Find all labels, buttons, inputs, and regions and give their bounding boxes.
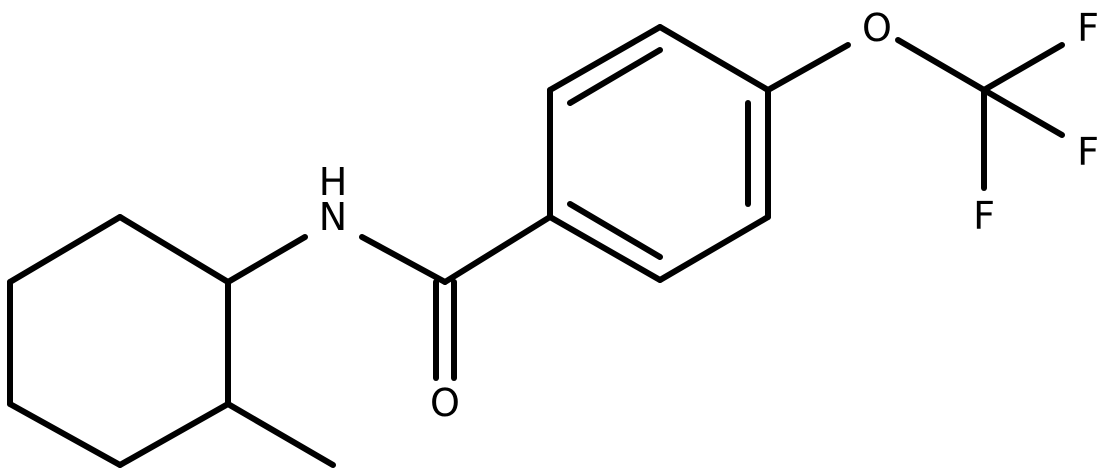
hydrogen-atom-label: H [319, 160, 348, 204]
bond [7, 214, 123, 285]
bond [657, 214, 771, 283]
bond [547, 24, 663, 93]
bond [547, 214, 663, 283]
ring-nitrogen-bond [225, 234, 308, 285]
oxygen-carbon-bond [895, 37, 987, 93]
bond [117, 214, 231, 285]
carbonyl-oxygen-label: O [430, 381, 460, 425]
aromatic-inner-bond [567, 201, 663, 260]
bond [7, 401, 123, 468]
carbonyl-ring-bond [442, 214, 553, 285]
aromatic-inner-bond [567, 47, 663, 106]
carbon-fluorine-bond [981, 42, 1065, 93]
cyclohexane-ring [7, 214, 231, 468]
ring-oxygen-bond [765, 42, 851, 93]
ether-oxygen-label: O [862, 6, 892, 50]
fluorine-atom-label: F [1077, 6, 1099, 50]
benzene-ring [547, 24, 771, 283]
nitrogen-carbonyl-bond [359, 234, 448, 285]
nitrogen-atom-label: N [319, 195, 347, 239]
fluorine-atom-label: F [1077, 130, 1099, 174]
methyl-bond [225, 401, 336, 468]
fluorine-atom-label: F [973, 194, 995, 238]
bond [117, 401, 231, 468]
bond [657, 24, 771, 93]
carbon-fluorine-bond [981, 87, 1065, 138]
